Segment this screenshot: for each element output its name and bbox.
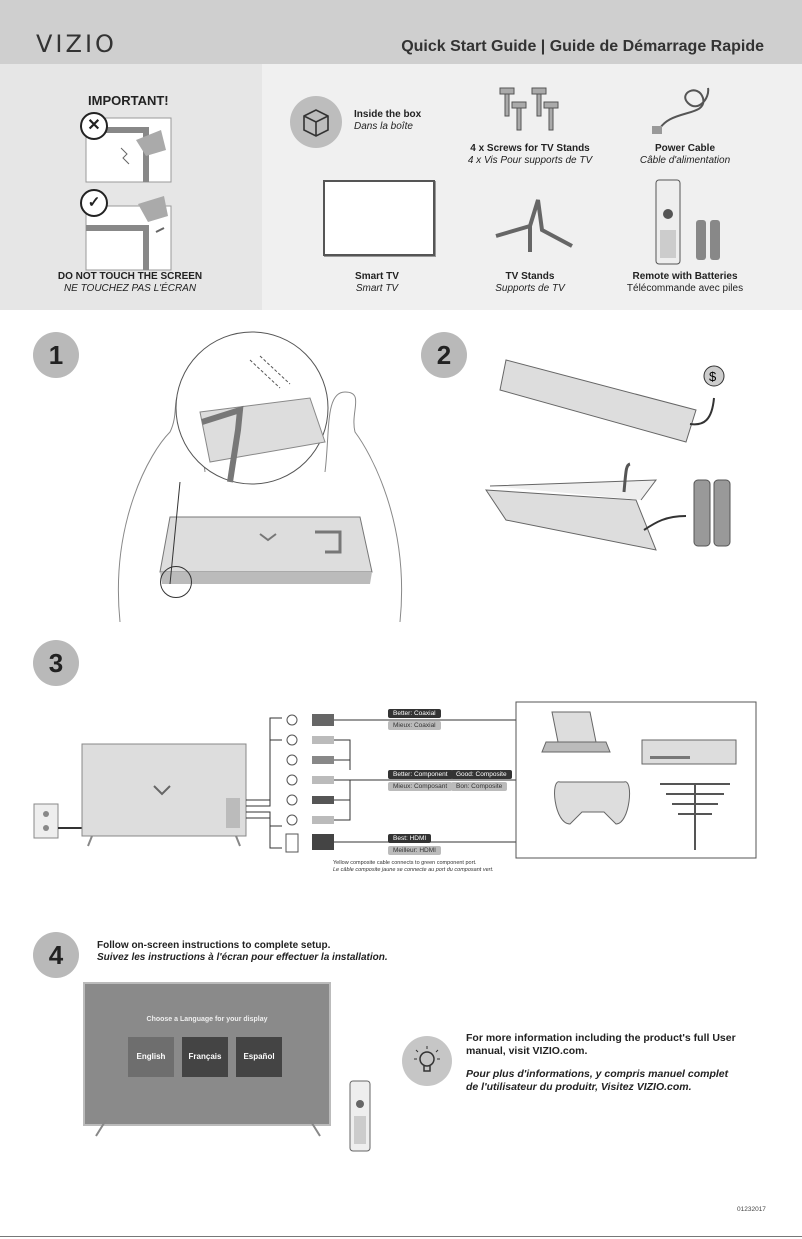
warning-en: DO NOT TOUCH THE SCREEN [57, 271, 203, 282]
box-item-power-fr: Câble d'alimentation [639, 155, 731, 166]
important-heading: IMPORTANT! [88, 93, 169, 108]
vizio-logo: VIZIO [36, 30, 117, 58]
inside-box-title-fr: Dans la boîte [354, 121, 413, 132]
stand-mount-highlight [160, 566, 192, 598]
box-item-tv: Smart TV [355, 271, 399, 282]
step-3-connection-diagram [33, 701, 757, 859]
info-text-fr: Pour plus d'informations, y compris manu… [466, 1068, 729, 1093]
x-icon: ✕ [80, 112, 108, 140]
composite-note: Yellow composite cable connects to green… [333, 860, 477, 866]
remote-batteries-icon [655, 179, 720, 265]
box-item-remote: Remote with Batteries [632, 271, 738, 282]
header-bar [0, 0, 802, 64]
language-english-button[interactable]: English [128, 1037, 174, 1077]
page-title: Quick Start Guide | Guide de Démarrage R… [401, 38, 764, 55]
composite-label-fr: Bon: Composite [451, 782, 508, 791]
box-icon [290, 96, 342, 148]
language-espanol-button[interactable]: Español [236, 1037, 282, 1077]
language-francais-button[interactable]: Français [182, 1037, 228, 1077]
box-item-screws-fr: 4 x Vis Pour supports de TV [467, 155, 593, 166]
box-item-stands: TV Stands [505, 271, 555, 282]
tv-stands-icon [495, 199, 573, 252]
step-4-instruction: Follow on-screen instructions to complet… [97, 940, 331, 951]
smart-tv-icon [323, 180, 435, 256]
coaxial-label: Better: Coaxial [388, 709, 441, 718]
remote-icon [349, 1080, 371, 1152]
component-label: Better: Component [388, 770, 453, 779]
step-4-instruction-fr: Suivez les instructions à l'écran pour e… [97, 952, 388, 963]
composite-note-fr: Le câble composite jaune se connecte au … [333, 867, 494, 873]
hdmi-label-fr: Meilleur: HDMI [388, 846, 441, 855]
box-item-stands-fr: Supports de TV [495, 283, 565, 294]
coaxial-label-fr: Mieux: Coaxial [388, 721, 441, 730]
document-code: 01232017 [737, 1206, 766, 1213]
info-text: For more information including the produ… [466, 1032, 736, 1057]
power-cable-icon [652, 87, 710, 134]
step-2-badge: 2 [421, 332, 467, 378]
bottom-rule [0, 1236, 802, 1237]
check-icon: ✓ [80, 189, 108, 217]
step-1-stand-install-illustration [118, 331, 403, 623]
component-label-fr: Mieux: Composant [388, 782, 453, 791]
step-3-badge: 3 [33, 640, 79, 686]
box-item-screws: 4 x Screws for TV Stands [470, 143, 590, 154]
step-1-badge: 1 [33, 332, 79, 378]
composite-label: Good: Composite [451, 770, 512, 779]
tv-stand-legs [95, 1120, 321, 1137]
language-prompt: Choose a Language for your display [146, 1016, 268, 1023]
box-item-tv-fr: Smart TV [355, 283, 399, 294]
screws-icon [499, 87, 559, 131]
svg-text:$: $ [709, 369, 717, 384]
box-item-remote-fr: Télécommande avec piles [626, 283, 744, 294]
step-2-battery-illustration: $ [485, 359, 731, 551]
inside-box-title: Inside the box [354, 109, 422, 120]
warning-fr: NE TOUCHEZ PAS L'ÉCRAN [63, 283, 197, 294]
box-item-power: Power Cable [654, 143, 716, 154]
hdmi-label: Best: HDMI [388, 834, 432, 843]
step-4-badge: 4 [33, 932, 79, 978]
lightbulb-icon [402, 1036, 452, 1086]
